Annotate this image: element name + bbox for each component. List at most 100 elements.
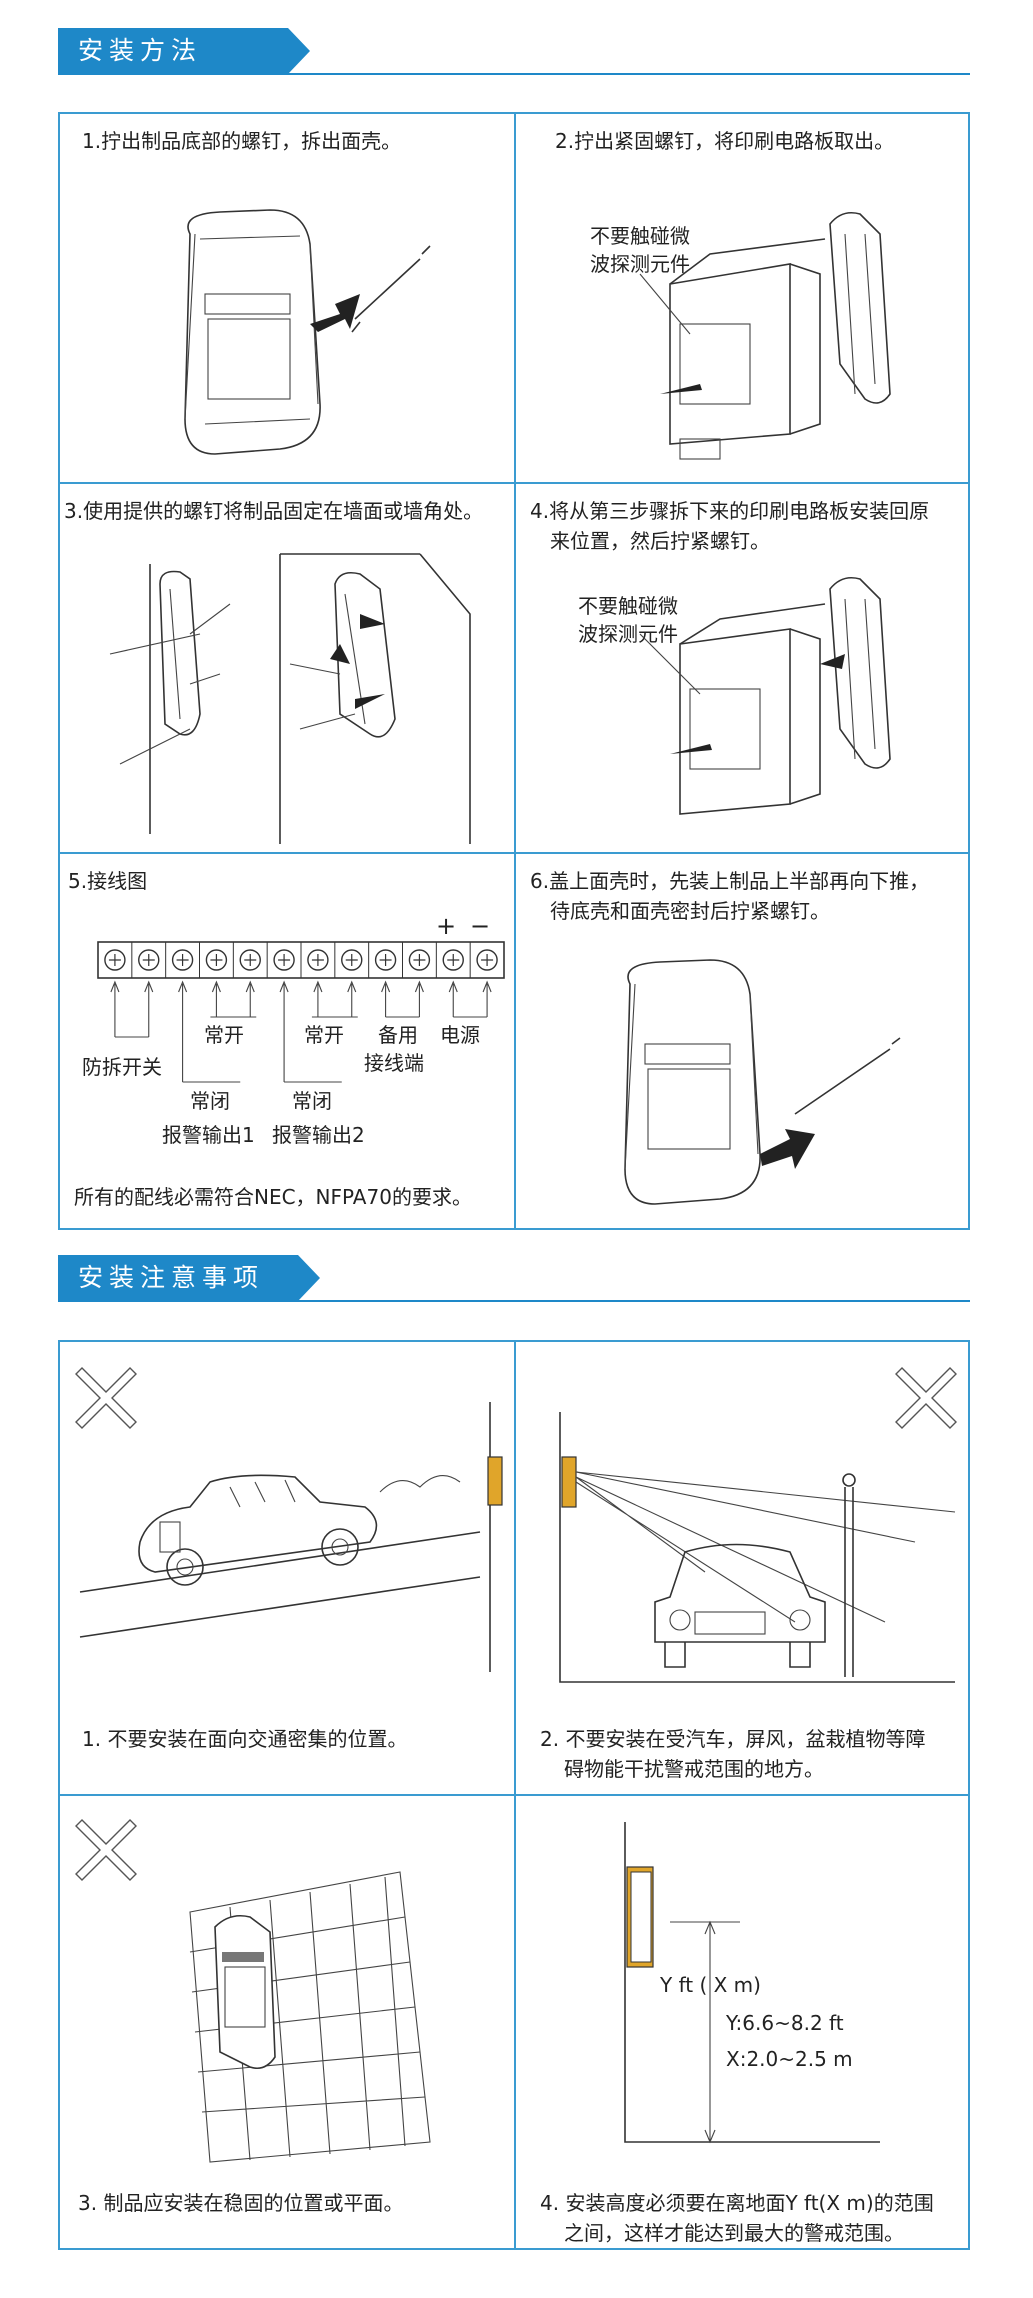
section-title: 安装注意事项 xyxy=(58,1255,320,1301)
wire-arrow xyxy=(313,980,323,1017)
terminal-screw-slot xyxy=(311,954,324,966)
height-label: Y ft ( X m) xyxy=(660,1973,761,1997)
terminal-screw xyxy=(374,949,397,971)
grid-divider xyxy=(60,852,968,854)
callout-line: 不要触碰微 xyxy=(590,224,690,248)
wire-arrow xyxy=(347,980,357,1017)
label-spare: 备用 xyxy=(378,1023,418,1047)
label-no-2: 常开 xyxy=(304,1023,344,1047)
step-3-illustration xyxy=(109,553,471,844)
text-line: 待底壳和面壳密封后拧紧螺钉。 xyxy=(550,899,830,923)
wire-arrow xyxy=(211,980,221,1017)
terminal-screw-slot xyxy=(142,954,155,966)
wiring-diagram: + − 防拆开关 常开 常闭 常开 常闭 备用 接线端 电源 报警输出1 报警输… xyxy=(74,912,505,1209)
terminal-screw-slot xyxy=(278,954,291,966)
terminal-screw xyxy=(273,949,295,971)
step-4-callout: 不要触碰微 波探测元件 xyxy=(578,592,678,648)
wire-arrow xyxy=(381,980,391,1017)
step-1-text: 1.拧出制品底部的螺钉，拆出面壳。 xyxy=(82,129,402,153)
wire-arrow xyxy=(279,980,289,1082)
step-2-text: 2.拧出紧固螺钉，将印刷电路板取出。 xyxy=(555,129,895,153)
plus-label: + xyxy=(436,912,456,940)
label-tamper: 防拆开关 xyxy=(82,1055,162,1079)
section-header-install-method: 安装方法 xyxy=(58,28,970,80)
install-notes-grid: 1. 不要安装在面向交通密集的位置。 2. 不要安装在受汽车，屏风，盆栽植物等障… xyxy=(58,1340,970,2250)
wiring-note: 所有的配线必需符合NEC，NFPA70的要求。 xyxy=(74,1185,472,1209)
terminal-screw xyxy=(138,949,160,971)
section-rule xyxy=(58,1300,970,1302)
text-line: 之间，这样才能达到最大的警戒范围。 xyxy=(564,2221,904,2245)
install-steps-grid: 1.拧出制品底部的螺钉，拆出面壳。 2.拧出紧固螺钉，将印刷电路板取出。 不要触… xyxy=(58,112,970,1230)
label-spare: 接线端 xyxy=(364,1051,424,1075)
wire-arrow xyxy=(110,980,120,1037)
section-header-install-notes: 安装注意事项 xyxy=(58,1255,970,1307)
note-4-text: 4. 安装高度必须要在离地面Y ft(X m)的范围 之间，这样才能达到最大的警… xyxy=(540,2188,934,2248)
section-title: 安装方法 xyxy=(58,28,310,74)
step-6-text: 6.盖上面壳时，先装上制品上半部再向下推， 待底壳和面壳密封后拧紧螺钉。 xyxy=(530,866,929,926)
wire-arrow xyxy=(448,980,458,1017)
terminal-screw xyxy=(239,949,261,971)
step-6-illustration xyxy=(624,959,901,1205)
callout-line: 波探测元件 xyxy=(590,252,690,276)
note-2-text: 2. 不要安装在受汽车，屏风，盆栽植物等障 碍物能干扰警戒范围的地方。 xyxy=(540,1724,925,1784)
wire-arrow xyxy=(414,980,424,1017)
terminal-screw xyxy=(104,949,126,971)
step-3-text: 3.使用提供的螺钉将制品固定在墙面或墙角处。 xyxy=(64,499,484,523)
minus-label: − xyxy=(470,912,490,940)
terminal-screw-slot xyxy=(447,954,460,966)
label-no-1: 常开 xyxy=(204,1023,244,1047)
text-line: 4.将从第三步骤拆下来的印刷电路板安装回原 xyxy=(530,499,930,523)
terminal-screw xyxy=(341,949,363,971)
label-nc-2: 常闭 xyxy=(292,1089,332,1113)
terminal-screw-slot xyxy=(379,954,392,966)
terminal-screw xyxy=(205,949,228,971)
note-4-illustration xyxy=(624,1822,880,2144)
step-5-text: 5.接线图 xyxy=(68,869,148,893)
terminal-screw-slot xyxy=(481,954,494,966)
step-2-callout: 不要触碰微 波探测元件 xyxy=(590,222,690,278)
wire-arrow xyxy=(144,980,154,1037)
label-nc-1: 常闭 xyxy=(190,1089,230,1113)
height-range-y: Y:6.6~8.2 ft xyxy=(726,2011,844,2035)
terminal-screw xyxy=(442,949,464,971)
note-3-illustration xyxy=(189,1871,431,2163)
label-alarm-1: 报警输出1 xyxy=(162,1123,255,1147)
wrong-mark-icon xyxy=(75,1819,137,1881)
grid-divider xyxy=(60,1794,968,1796)
text-line: 6.盖上面壳时，先装上制品上半部再向下推， xyxy=(530,869,930,893)
wrong-mark-icon xyxy=(895,1367,957,1429)
text-line: 来位置，然后拧紧螺钉。 xyxy=(550,529,770,553)
terminal-screw-slot xyxy=(244,954,257,966)
terminal-screw xyxy=(307,949,329,971)
text-line: 4. 安装高度必须要在离地面Y ft(X m)的范围 xyxy=(540,2191,934,2215)
section-rule xyxy=(58,73,970,75)
grid-divider xyxy=(60,482,968,484)
terminal-screw xyxy=(171,949,194,971)
note-2-illustration xyxy=(559,1412,956,1683)
wire-arrow xyxy=(482,980,492,1017)
terminal-screw-slot xyxy=(108,954,121,966)
text-line: 碍物能干扰警戒范围的地方。 xyxy=(564,1757,824,1781)
label-power: 电源 xyxy=(440,1023,480,1047)
terminal-screw xyxy=(476,949,498,971)
step-4-text: 4.将从第三步骤拆下来的印刷电路板安装回原 来位置，然后拧紧螺钉。 xyxy=(530,496,929,556)
note-1-text: 1. 不要安装在面向交通密集的位置。 xyxy=(82,1727,408,1751)
text-line: 2. 不要安装在受汽车，屏风，盆栽植物等障 xyxy=(540,1727,926,1751)
step-1-illustration xyxy=(184,209,431,455)
callout-line: 波探测元件 xyxy=(578,622,678,646)
note-1-illustration xyxy=(79,1402,503,1672)
wrong-mark-icon xyxy=(75,1367,137,1429)
terminal-screw-slot xyxy=(210,954,223,966)
callout-line: 不要触碰微 xyxy=(578,594,678,618)
height-range-x: X:2.0~2.5 m xyxy=(726,2047,853,2071)
note-3-text: 3. 制品应安装在稳固的位置或平面。 xyxy=(78,2191,404,2215)
wire-arrow xyxy=(245,980,255,1017)
step-4-illustration xyxy=(639,576,891,815)
terminal-screw xyxy=(408,949,431,971)
label-alarm-2: 报警输出2 xyxy=(272,1123,365,1147)
step-2-illustration xyxy=(639,211,891,460)
terminal-screw-slot xyxy=(345,954,358,966)
wire-arrow xyxy=(178,980,188,1082)
grid-divider xyxy=(514,114,516,1228)
terminal-screw-slot xyxy=(176,954,189,966)
